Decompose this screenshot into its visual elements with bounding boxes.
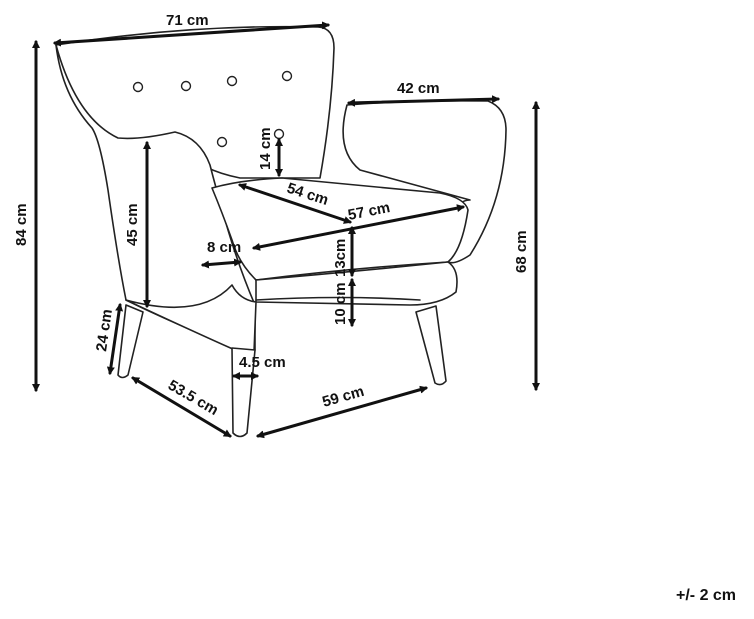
dimension-labels: 71 cm 42 cm 14 cm 54 cm 57 cm 8 cm 13cm … bbox=[13, 12, 530, 419]
seat-base bbox=[255, 261, 458, 306]
tuft-button bbox=[226, 75, 238, 87]
tuft-button bbox=[180, 80, 192, 92]
label-arm-total-height: 68 cm bbox=[513, 230, 530, 273]
back-right-leg bbox=[415, 305, 447, 386]
tuft-button bbox=[216, 136, 228, 148]
front-body bbox=[125, 284, 257, 353]
dimension-lines bbox=[32, 21, 540, 439]
tuft-button bbox=[281, 70, 293, 82]
label-arm-height: 45 cm bbox=[124, 203, 141, 246]
label-leg-thickness: 4.5 cm bbox=[239, 354, 286, 371]
dim-line-seat-width bbox=[252, 204, 465, 251]
back-left-leg bbox=[117, 304, 144, 379]
armchair-drawing bbox=[55, 25, 507, 438]
label-width-top: 71 cm bbox=[166, 12, 209, 29]
dim-line-base-depth bbox=[131, 376, 232, 438]
tuft-button bbox=[273, 128, 285, 140]
label-leg-height: 24 cm bbox=[93, 308, 116, 352]
tolerance-note: +/- 2 cm bbox=[676, 587, 737, 604]
label-cushion-height: 13cm bbox=[332, 239, 349, 277]
label-base-height: 10 cm bbox=[332, 282, 349, 325]
front-left-leg bbox=[231, 347, 256, 438]
tuft-button bbox=[132, 81, 144, 93]
label-total-height: 84 cm bbox=[13, 203, 30, 246]
label-arm-width: 42 cm bbox=[397, 80, 440, 97]
dim-line-arm-thickness bbox=[201, 258, 242, 269]
dim-line-arm-width bbox=[347, 95, 500, 107]
label-arm-thickness: 8 cm bbox=[207, 239, 241, 256]
dim-line-leg-height bbox=[106, 303, 124, 375]
dim-line-base-width bbox=[256, 385, 428, 439]
dim-line-width-top bbox=[53, 21, 330, 47]
label-back-button: 14 cm bbox=[257, 127, 274, 170]
